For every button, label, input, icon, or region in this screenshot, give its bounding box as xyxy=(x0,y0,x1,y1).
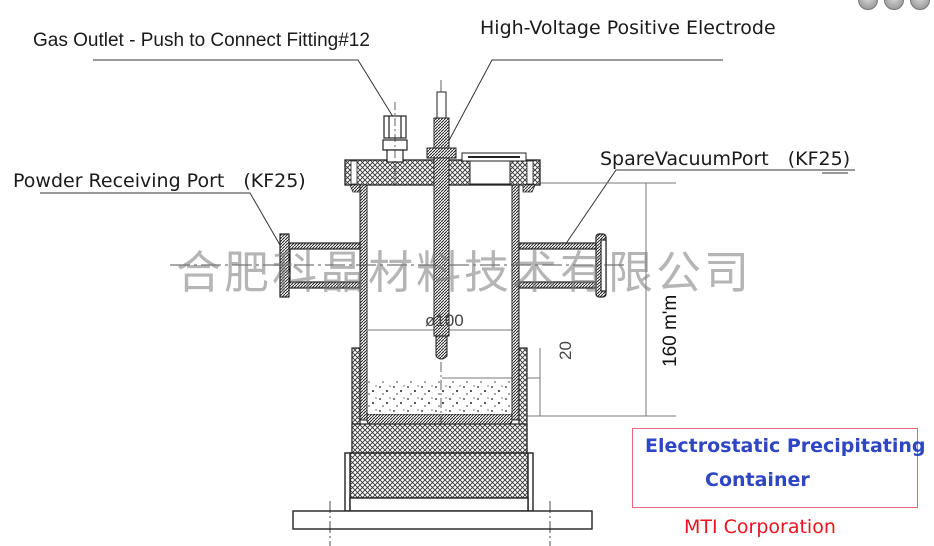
spare-port-label: SpareVacuumPort (KF25) xyxy=(600,148,851,170)
title-line-1: Electrostatic Precipitating xyxy=(645,435,926,457)
electrode-label: High-Voltage Positive Electrode xyxy=(480,17,776,39)
powder-height-dimension: 20 xyxy=(556,341,575,360)
powder-receiving-port xyxy=(279,233,361,298)
spare-vacuum-port xyxy=(518,233,607,298)
spare-port-leader xyxy=(564,169,855,246)
gas-outlet-leader xyxy=(93,59,396,121)
powder-port-leader xyxy=(40,192,281,246)
base-block xyxy=(292,452,593,546)
high-voltage-electrode xyxy=(426,80,457,510)
watermark-text: 合肥科晶材料技术有限公司 xyxy=(176,246,753,299)
diameter-dimension: ø100 xyxy=(425,311,464,330)
title-box: Electrostatic Precipitating Container xyxy=(632,428,926,508)
powder-port-label: Powder Receiving Port (KF25) xyxy=(13,170,306,192)
total-height-dimension: 160 m'm xyxy=(660,294,681,367)
gas-outlet-fitting xyxy=(382,102,408,185)
electrode-leader xyxy=(444,59,723,149)
gas-outlet-label: Gas Outlet - Push to Connect Fitting#12 xyxy=(33,30,370,51)
insulation-sleeve xyxy=(351,347,528,454)
title-line-2: Container xyxy=(705,469,810,491)
powder-fill xyxy=(368,380,511,414)
container-body xyxy=(359,184,520,425)
company-name: MTI Corporation xyxy=(684,516,836,538)
leader-lines xyxy=(40,59,855,246)
